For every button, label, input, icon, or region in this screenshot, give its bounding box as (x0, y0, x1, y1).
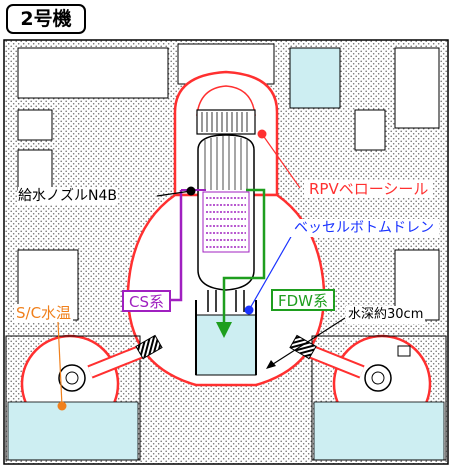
upper-floor-right (395, 48, 439, 128)
room-left-2 (18, 150, 52, 190)
depth-label: 水深約30cm (346, 306, 425, 324)
spent-fuel-pool (290, 48, 340, 108)
torus-hatch (398, 346, 410, 356)
n4b-label: 給水ノズルN4B (18, 187, 117, 205)
sc-water-right (314, 402, 444, 460)
steam-dryer (197, 110, 255, 134)
fdw-label: FDW系 (271, 289, 335, 311)
upper-floor-left (18, 48, 168, 98)
dot-marker-icon (245, 306, 254, 315)
unit-label: 2号機 (6, 4, 86, 34)
sc-water-left (8, 402, 138, 460)
dot-marker-icon (58, 402, 67, 411)
room-right-2 (355, 110, 385, 150)
cs-label: CS系 (122, 290, 171, 312)
vessel-drain-label: ベッセルボトムドレン (289, 219, 439, 237)
sc-temp-label: S/C水温 (14, 304, 73, 322)
room-left-1 (18, 110, 52, 140)
reactor-core (203, 192, 249, 252)
rpv-bellows-label: RPVベローシール (304, 180, 433, 198)
dot-marker-icon (258, 130, 267, 139)
dot-marker-icon (187, 187, 196, 196)
